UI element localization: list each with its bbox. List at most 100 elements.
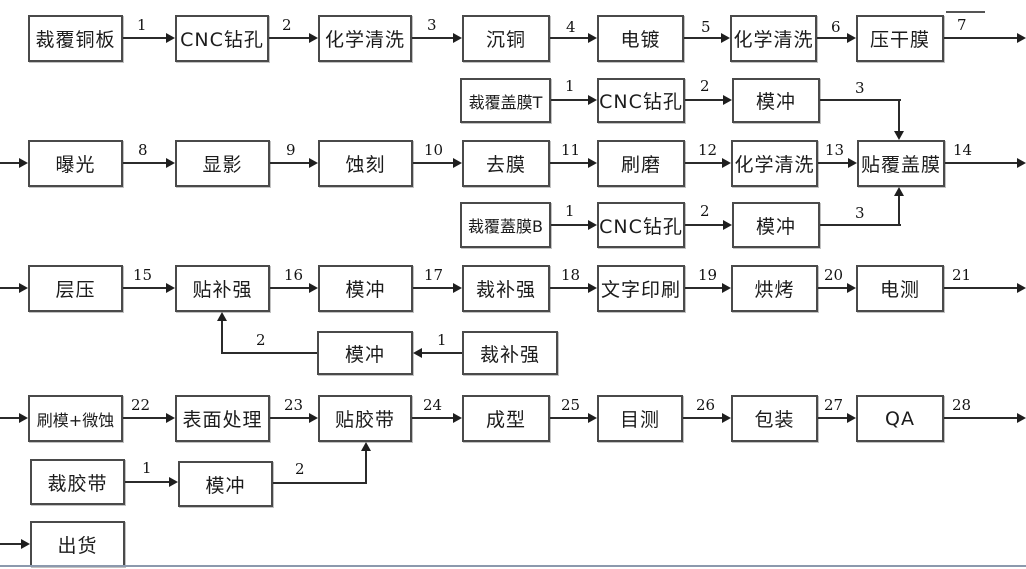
box-developing: 显影 [175,140,270,187]
arrowhead-right-icon [453,283,462,293]
box-stiffener-attach: 贴补强 [175,265,270,312]
arrowhead-right-icon [309,33,318,43]
step-number: 1 [565,77,575,95]
connector-line [412,37,454,39]
arrowhead-right-icon [453,413,462,423]
arrowhead-right-icon [588,158,597,168]
step-number: 3 [855,79,865,97]
arrowhead-right-icon [721,33,730,43]
arrowhead-up-icon [217,312,227,321]
arrowhead-right-icon [588,283,597,293]
connector-line [125,481,169,483]
box-cut-coverlay-b: 裁覆蓋膜B [460,202,551,248]
step-number: 28 [952,396,972,414]
step-number: 1 [437,331,447,349]
step-number: 2 [256,331,266,349]
box-chemical-clean-2: 化学清洗 [730,15,817,62]
step-number: 2 [295,460,305,478]
step-number: 27 [824,396,844,414]
step-number: 2 [282,16,292,34]
connector-line [422,352,462,354]
step-number: 1 [137,16,147,34]
connector-line [221,320,223,354]
arrowhead-right-icon [722,413,731,423]
connector-line [270,287,310,289]
arrowhead-right-icon [166,158,175,168]
box-punch-tape: 模冲 [178,461,273,507]
connector-line [270,417,310,419]
connector-line [550,162,589,164]
bottom-rule [0,565,1026,567]
connector-line [683,417,723,419]
box-cut-coverlay-t: 裁覆盖膜T [460,78,551,123]
connector-line [685,224,723,226]
arrowhead-right-icon [19,283,28,293]
arrowhead-right-icon [722,158,731,168]
step-number: 9 [286,141,296,159]
step-number: 2 [700,77,710,95]
step-number: 3 [427,16,437,34]
box-lamination-press: 层压 [28,265,123,312]
connector-line [944,417,1017,419]
box-cnc-drill-t: CNC钻孔 [597,78,685,123]
step-number: 1 [142,459,152,477]
step-number: 6 [831,18,841,36]
box-cut-copper-clad: 裁覆铜板 [28,15,123,62]
connector-line [685,99,723,101]
arrowhead-right-icon [166,33,175,43]
arrowhead-right-icon [588,33,597,43]
connector-line [413,162,454,164]
arrowhead-right-icon [1017,158,1026,168]
connector-line [551,99,589,101]
arrowhead-right-icon [1017,33,1026,43]
top-edge-line [946,11,985,13]
arrowhead-right-icon [19,158,28,168]
step-number: 23 [284,396,304,414]
step-number: 5 [701,18,711,36]
connector-line [123,417,167,419]
connector-line [550,417,589,419]
arrowhead-right-icon [166,413,175,423]
connector-line [820,224,901,226]
connector-line [551,224,589,226]
step-number: 8 [138,141,148,159]
box-coverlay-lamination: 贴覆盖膜 [857,140,945,187]
step-number: 21 [952,266,972,284]
connector-line [269,37,310,39]
connector-line [818,287,849,289]
step-number: 4 [566,18,576,36]
step-number: 24 [423,396,443,414]
connector-line [684,37,722,39]
connector-line [0,543,21,545]
arrowhead-right-icon [19,413,28,423]
step-number: 19 [698,266,718,284]
step-number: 16 [284,266,304,284]
step-number: 22 [131,396,151,414]
box-baking: 烘烤 [731,265,818,312]
connector-line [944,37,1017,39]
step-number: 14 [953,141,973,159]
connector-line [270,162,310,164]
connector-line [944,287,1017,289]
step-number: 10 [424,141,444,159]
connector-line [818,417,849,419]
connector-line [820,99,901,101]
arrowhead-right-icon [722,283,731,293]
box-stiffener-cut-sub: 裁补强 [462,331,558,375]
connector-line [412,417,454,419]
box-forming: 成型 [462,395,550,442]
arrowhead-left-icon [413,348,422,358]
box-cut-tape: 裁胶带 [30,459,125,505]
step-number: 1 [565,202,575,220]
connector-line [898,99,900,131]
box-qa: QA [856,395,944,442]
step-number: 25 [561,396,581,414]
connector-line [123,37,167,39]
step-number: 3 [855,204,865,222]
box-legend-printing: 文字印刷 [597,265,685,312]
connector-line [550,37,589,39]
step-number: 15 [133,266,153,284]
connector-line [0,417,19,419]
box-copper-deposition: 沉铜 [462,15,550,62]
arrowhead-right-icon [1017,283,1026,293]
